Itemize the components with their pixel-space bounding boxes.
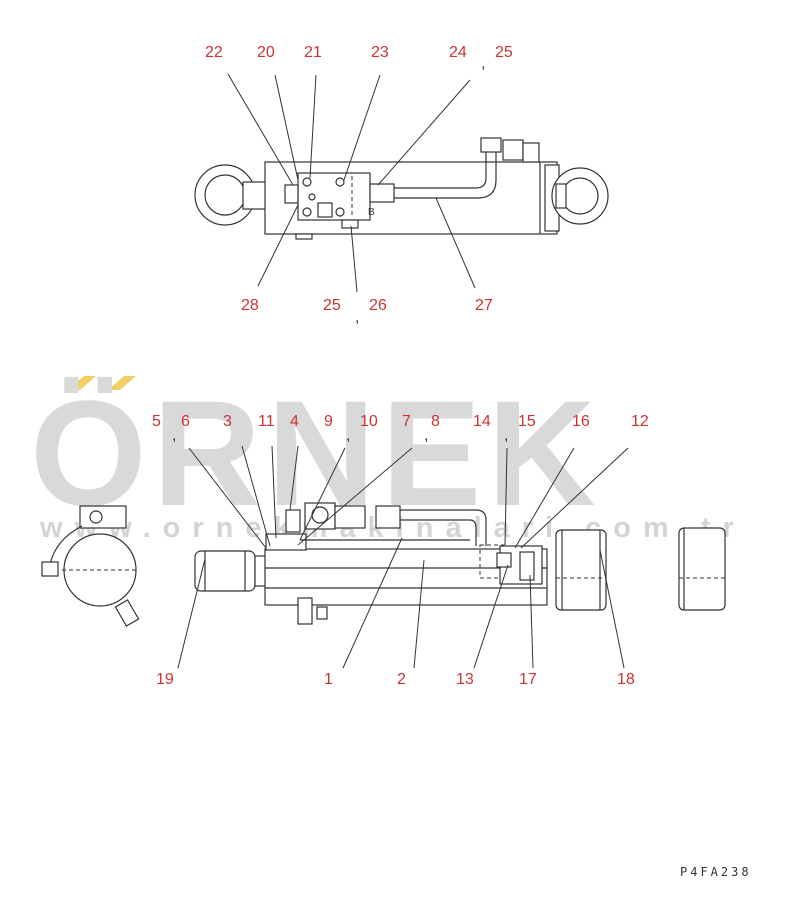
callout-19: 19 <box>156 671 174 688</box>
callout-5: 5 <box>152 413 161 430</box>
right-valve-nut <box>496 552 512 568</box>
valve-bolt-3 <box>302 207 312 217</box>
callout-17: 17 <box>519 671 537 688</box>
callout-21: 21 <box>304 44 322 61</box>
right-end-view <box>678 527 726 611</box>
pipe-fitting-nut <box>369 183 395 203</box>
side-valve-block <box>265 533 307 551</box>
callout-25-bottom: 25 <box>323 297 341 314</box>
callout-3: 3 <box>223 413 232 430</box>
comma-14-15: , <box>504 427 508 444</box>
tube-lower-boss <box>295 233 313 240</box>
left-eye-neck <box>242 181 268 210</box>
bottom-end-block <box>555 529 607 611</box>
pipe-elbow-fitting <box>480 137 502 153</box>
comma-5-6: , <box>172 427 176 444</box>
side-valve-stem <box>285 509 301 533</box>
right-valve-plug <box>519 551 535 581</box>
port-b-label: B <box>368 207 375 218</box>
valve-bolt-1 <box>302 177 312 187</box>
callout-6: 6 <box>181 413 190 430</box>
drawing-code: P4FA238 <box>680 865 752 879</box>
callout-26: 26 <box>369 297 387 314</box>
rod-end-cap <box>194 550 256 592</box>
callout-15: 15 <box>518 413 536 430</box>
end-view <box>41 505 140 627</box>
callout-23: 23 <box>371 44 389 61</box>
pipe-upper-nut <box>502 139 524 161</box>
callout-27: 27 <box>475 297 493 314</box>
comma-9-10: , <box>346 427 350 444</box>
valve-bottom-plug <box>341 219 359 229</box>
side-fitting-2 <box>334 505 366 529</box>
end-view-hose-end <box>41 561 59 577</box>
comma-24-25: , <box>481 55 485 72</box>
callout-9: 9 <box>324 413 333 430</box>
callout-10: 10 <box>360 413 378 430</box>
side-pipe <box>400 509 487 546</box>
valve-center-cap <box>317 202 333 218</box>
watermark-accent-right <box>108 376 136 390</box>
top-pipe-inner <box>394 150 497 199</box>
valve-bolt-2 <box>335 177 345 187</box>
callout-24: 24 <box>449 44 467 61</box>
callout-22: 22 <box>205 44 223 61</box>
side-pipe-inner <box>400 519 477 546</box>
side-view-callouts: 5 , 6 3 11 4 9 , 10 7 , 8 14 , 15 16 12 … <box>152 413 649 688</box>
comma-25-26: , <box>355 309 359 326</box>
watermark-accent-left <box>68 376 96 390</box>
callout-11: 11 <box>258 413 275 430</box>
callout-4: 4 <box>290 413 299 430</box>
valve-bolt-4 <box>335 207 345 217</box>
callout-14: 14 <box>473 413 491 430</box>
callout-1: 1 <box>324 671 333 688</box>
top-view-leaders <box>227 73 476 293</box>
side-view-cylinder <box>194 502 607 625</box>
right-eye-outer <box>551 167 609 225</box>
callout-25: 25 <box>495 44 513 61</box>
valve-center-port <box>308 193 316 201</box>
callout-7: 7 <box>402 413 411 430</box>
callout-20: 20 <box>257 44 275 61</box>
top-view-cylinder: B <box>194 137 609 240</box>
callout-12: 12 <box>631 413 649 430</box>
side-view-leaders <box>177 445 629 669</box>
callout-13: 13 <box>456 671 474 688</box>
side-fitting-3 <box>375 505 401 529</box>
right-end-view-block <box>678 527 726 611</box>
callout-28: 28 <box>241 297 259 314</box>
top-pipe <box>394 150 487 189</box>
pipe-upper-port <box>522 142 540 163</box>
comma-7-8: , <box>424 427 428 444</box>
end-view-stud <box>114 599 140 627</box>
tube-bottom-bracket <box>297 597 313 625</box>
callout-18: 18 <box>617 671 635 688</box>
valve-left-fitting <box>284 184 299 204</box>
end-view-top-block <box>79 505 127 529</box>
right-eye-neck <box>555 183 567 209</box>
end-view-top-bolt <box>89 510 103 524</box>
tube-bottom-plug <box>316 606 328 620</box>
top-view-callouts: 22 20 21 23 24 , 25 28 25 , 26 27 <box>205 44 513 326</box>
callout-2: 2 <box>397 671 406 688</box>
callout-8: 8 <box>431 413 440 430</box>
callout-16: 16 <box>572 413 590 430</box>
